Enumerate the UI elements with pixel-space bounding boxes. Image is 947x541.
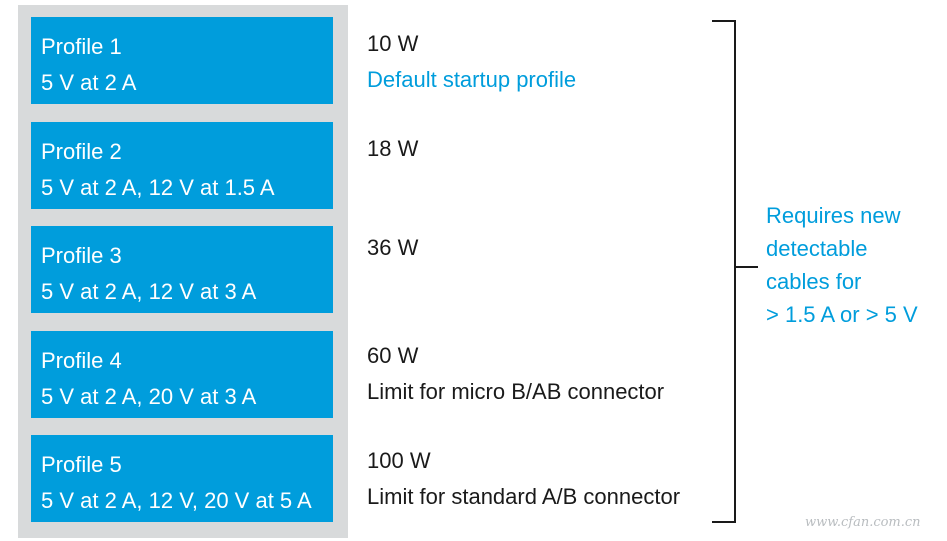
- profile-2-power: 18 W: [367, 136, 419, 161]
- profile-1-box: Profile 1 5 V at 2 A: [31, 17, 333, 104]
- profile-2-box: Profile 2 5 V at 2 A, 12 V at 1.5 A: [31, 122, 333, 209]
- bracket-tick: [736, 266, 758, 268]
- profile-5-box: Profile 5 5 V at 2 A, 12 V, 20 V at 5 A: [31, 435, 333, 522]
- profile-4-info: 60 W Limit for micro B/AB connector: [367, 338, 664, 410]
- profile-5-spec: 5 V at 2 A, 12 V, 20 V at 5 A: [41, 488, 312, 513]
- profile-1-info: 10 W Default startup profile: [367, 26, 576, 98]
- profile-3-info: 36 W: [367, 230, 418, 266]
- profile-1-power: 10 W: [367, 31, 419, 56]
- profile-3-power: 36 W: [367, 235, 419, 260]
- profile-4-spec: 5 V at 2 A, 20 V at 3 A: [41, 384, 257, 409]
- profile-4-power: 60 W: [367, 343, 419, 368]
- profile-1-name: Profile 1: [41, 34, 122, 59]
- profile-5-info: 100 W Limit for standard A/B connector: [367, 443, 680, 515]
- profile-4-name: Profile 4: [41, 348, 122, 373]
- profile-3-box: Profile 3 5 V at 2 A, 12 V at 3 A: [31, 226, 333, 313]
- profile-5-note: Limit for standard A/B connector: [367, 484, 681, 509]
- profile-5-name: Profile 5: [41, 452, 122, 477]
- watermark: www.cfan.com.cn: [805, 515, 921, 530]
- note-line-2: detectable: [766, 236, 868, 261]
- profile-2-info: 18 W: [367, 131, 418, 167]
- profile-3-name: Profile 3: [41, 243, 122, 268]
- cable-requirement-note: Requires new detectable cables for > 1.5…: [766, 199, 918, 331]
- note-line-3: cables for: [766, 269, 862, 294]
- profile-3-spec: 5 V at 2 A, 12 V at 3 A: [41, 279, 257, 304]
- profile-2-name: Profile 2: [41, 139, 122, 164]
- note-line-4: > 1.5 A or > 5 V: [766, 302, 918, 327]
- profile-2-spec: 5 V at 2 A, 12 V at 1.5 A: [41, 175, 275, 200]
- profile-1-spec: 5 V at 2 A: [41, 70, 137, 95]
- note-line-1: Requires new: [766, 203, 901, 228]
- profile-5-power: 100 W: [367, 448, 431, 473]
- profile-1-note: Default startup profile: [367, 67, 577, 92]
- profile-4-note: Limit for micro B/AB connector: [367, 379, 665, 404]
- profile-4-box: Profile 4 5 V at 2 A, 20 V at 3 A: [31, 331, 333, 418]
- grouping-bracket: [712, 20, 736, 523]
